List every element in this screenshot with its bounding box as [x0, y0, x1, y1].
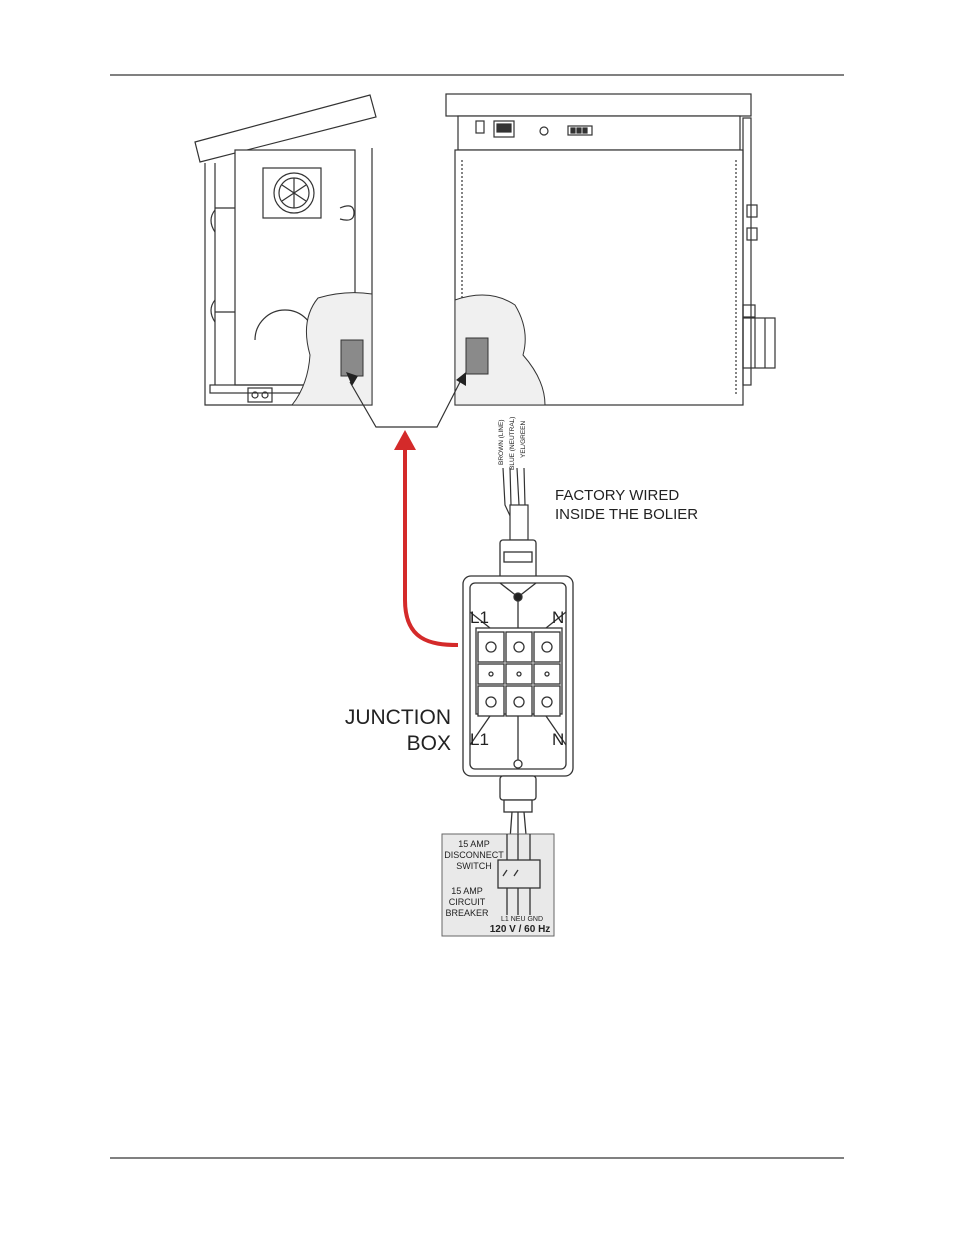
factory-wires — [503, 468, 528, 540]
factory-note-line2: INSIDE THE BOLIER — [555, 506, 698, 523]
vent-collar — [743, 318, 775, 368]
junction-box-title-line2: BOX — [407, 732, 451, 755]
jbox-bottom-right-label: N — [552, 730, 564, 749]
voltage-rating: 120 V / 60 Hz — [490, 924, 551, 935]
factory-note-line1: FACTORY WIRED — [555, 487, 679, 504]
connection-arrow — [405, 448, 458, 645]
junction-box — [463, 540, 573, 812]
jbox-top-right-label: N — [552, 608, 564, 627]
junction-box-title-line1: JUNCTION — [345, 706, 451, 729]
wire-label-blue: BLUE (NEUTRAL) — [509, 417, 516, 470]
right-internal-jbox — [466, 338, 488, 374]
breaker-label-line1: 15 AMP — [451, 886, 483, 896]
disconnect-label-line1: 15 AMP — [458, 839, 490, 849]
left-internal-jbox — [341, 340, 363, 376]
disconnect-label-line3: SWITCH — [456, 861, 492, 871]
wire-label-yellow-green: YEL/GREEN — [520, 420, 527, 458]
breaker-label-line2: CIRCUIT — [449, 897, 486, 907]
jbox-top-left-label: L1 — [470, 608, 489, 627]
terminal-labels: L1 NEU GND — [501, 916, 543, 923]
breaker-label-line3: BREAKER — [445, 908, 489, 918]
disconnect-label-line2: DISCONNECT — [444, 850, 504, 860]
jbox-bottom-left-label: L1 — [470, 730, 489, 749]
wire-label-brown: BROWN (LINE) — [498, 420, 505, 466]
connection-arrowhead — [394, 430, 416, 450]
